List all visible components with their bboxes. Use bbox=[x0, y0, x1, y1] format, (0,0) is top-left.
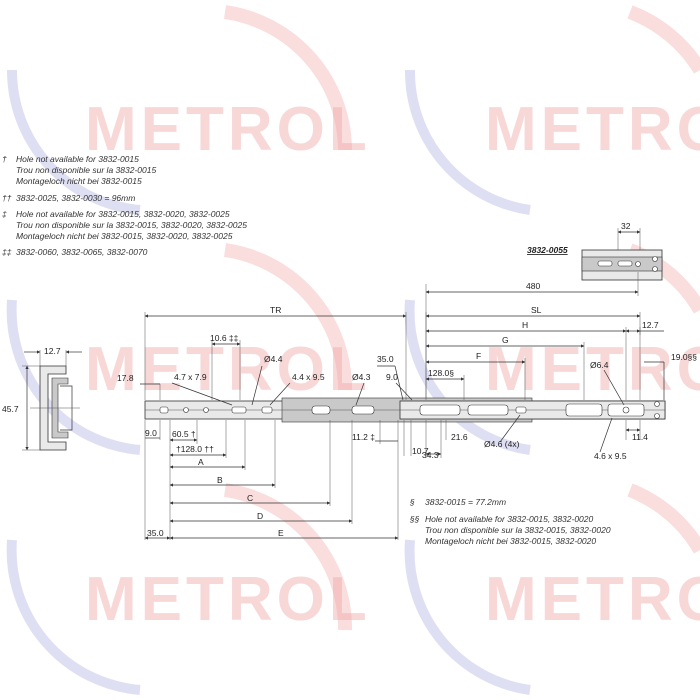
dim-19-0: 19.0§§ bbox=[671, 352, 697, 362]
dim-E: E bbox=[278, 528, 284, 538]
watermark-text: METROL bbox=[85, 565, 371, 634]
detail-model-label: 3832-0055 bbox=[527, 245, 568, 255]
note-symbol: § bbox=[409, 497, 415, 507]
dim-35-0-top: 35.0 bbox=[377, 354, 394, 364]
dim-phi6-4: Ø6.4 bbox=[590, 360, 609, 370]
dim-10-7: 10.7 bbox=[412, 446, 429, 456]
dim-4-4x9-5: 4.4 x 9.5 bbox=[292, 372, 325, 382]
watermark-arc bbox=[627, 483, 700, 554]
dim-H: H bbox=[522, 320, 528, 330]
dim-11-4: 11.4 bbox=[632, 432, 648, 442]
watermark-text: METROL bbox=[85, 95, 371, 164]
cross-section: 12.7 45.7 bbox=[2, 346, 82, 451]
dim-F: F bbox=[476, 351, 481, 361]
note-symbol: † bbox=[2, 154, 7, 164]
note-line: Hole not available for 3832-0015 bbox=[16, 154, 139, 164]
watermark-arc bbox=[627, 5, 700, 74]
watermark-text: METROL bbox=[485, 95, 700, 164]
dim-128-0-tt: †128.0 †† bbox=[176, 444, 214, 454]
watermark-arc bbox=[6, 69, 141, 215]
dim-C: C bbox=[247, 493, 253, 503]
note-line: Hole not available for 3832-0015, 3832-0… bbox=[16, 209, 230, 219]
note-line: 3832-0015 = 77.2mm bbox=[425, 497, 506, 507]
dim-34-3: 34.3 bbox=[422, 450, 439, 460]
dim-9-0: 9.0 bbox=[145, 428, 157, 438]
slide-rail bbox=[144, 397, 666, 423]
dim-G: G bbox=[502, 335, 509, 345]
note-line: 3832-0060, 3832-0065, 3832-0070 bbox=[16, 247, 148, 257]
dim-TR: TR bbox=[270, 305, 281, 315]
note-line: Hole not available for 3832-0015, 3832-0… bbox=[425, 514, 594, 524]
dim-60-5: 60.5 † bbox=[172, 429, 196, 439]
note-line: Trou non disponible sur la 3832-0015, 38… bbox=[425, 525, 611, 535]
section-width-label: 12.7 bbox=[44, 346, 61, 356]
bottom-dimensions: 9.0 60.5 † †128.0 †† A B C D E 35.0 11.2… bbox=[144, 414, 648, 540]
dim-phi4-3: Ø4.3 bbox=[352, 372, 371, 382]
watermark-text: METROL bbox=[485, 565, 700, 634]
watermark-arc bbox=[223, 243, 353, 391]
section-height-label: 45.7 bbox=[2, 404, 19, 414]
watermark-arc bbox=[404, 69, 531, 215]
note-line: Montageloch nicht bei 3832-0015 bbox=[16, 176, 142, 186]
detail-3832-0055: 32 3832-0055 480 bbox=[425, 221, 663, 420]
detail-length-label: 480 bbox=[526, 281, 540, 291]
note-line: 3832-0025, 3832-0030 = 96mm bbox=[16, 193, 135, 203]
note-symbol: ‡‡ bbox=[2, 247, 12, 257]
note-symbol: §§ bbox=[409, 514, 420, 524]
footnotes: † Hole not available for 3832-0015 Trou … bbox=[2, 154, 247, 257]
note-symbol: ‡ bbox=[2, 209, 7, 219]
note-line: Trou non disponible sur la 3832-0015, 38… bbox=[16, 220, 247, 230]
dim-10-6: 10.6 ‡‡ bbox=[210, 333, 239, 343]
watermark-arc bbox=[404, 539, 531, 695]
dim-B: B bbox=[217, 475, 223, 485]
watermark-arc bbox=[223, 5, 352, 151]
bottom-notes: § 3832-0015 = 77.2mm §§ Hole not availab… bbox=[409, 497, 611, 546]
dim-12-7: 12.7 bbox=[642, 320, 659, 330]
dim-35-0: 35.0 bbox=[147, 528, 164, 538]
note-line: Montageloch nicht bei 3832-0015, 3832-00… bbox=[425, 536, 596, 546]
dim-phi4-6-4x: Ø4.6 (4x) bbox=[484, 439, 520, 449]
dim-11-2: 11.2 ‡ bbox=[352, 432, 375, 442]
dim-SL: SL bbox=[531, 305, 542, 315]
note-line: Trou non disponible sur la 3832-0015 bbox=[16, 165, 156, 175]
note-line: Montageloch nicht bei 3832-0015, 3832-00… bbox=[16, 231, 233, 241]
dim-4-7x7-9: 4.7 x 7.9 bbox=[174, 372, 207, 382]
watermark-arc bbox=[6, 539, 141, 695]
dim-17-8: 17.8 bbox=[117, 373, 134, 383]
dim-9-0-top: 9.0 bbox=[386, 372, 398, 382]
dim-21-6: 21.6 bbox=[451, 432, 468, 442]
dim-128-0-section: 128.0§ bbox=[428, 368, 454, 378]
top-dimensions: TR SL H 12.7 G F 128.0§ 19.0§§ Ø6.4 10.6… bbox=[117, 305, 697, 406]
detail-width-label: 32 bbox=[621, 221, 631, 231]
dim-A: A bbox=[198, 457, 204, 467]
dim-D: D bbox=[257, 511, 263, 521]
dim-phi4-4: Ø4.4 bbox=[264, 354, 283, 364]
note-symbol: †† bbox=[2, 193, 12, 203]
dim-4-6x9-5: 4.6 x 9.5 bbox=[594, 451, 627, 461]
watermark-text: METROL bbox=[85, 335, 371, 404]
